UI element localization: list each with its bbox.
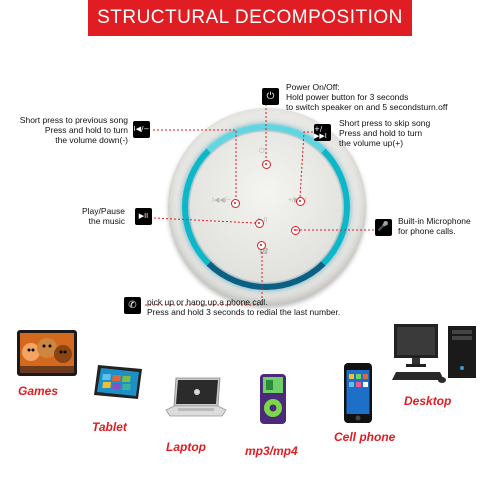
previous-callout: Short press to previous song Press and h… — [20, 115, 128, 145]
device-label-games: Games — [18, 384, 59, 398]
cell-phone-icon — [344, 363, 372, 423]
phone-icon: ✆ — [124, 297, 141, 314]
speaker-face — [190, 132, 342, 282]
device-label-laptop: Laptop — [166, 440, 206, 454]
games-image — [17, 330, 77, 376]
next-callout: Short press to skip song Press and hold … — [339, 118, 430, 148]
microphone-callout-line: for phone calls. — [398, 226, 456, 236]
play-callout-line: Play/Pause — [82, 206, 125, 216]
phone-callout-line: Press and hold 3 seconds to redial the l… — [147, 307, 341, 317]
tablet-icon — [94, 365, 142, 399]
phone-callout: pick up or hang up a phone call. Press a… — [147, 297, 340, 317]
play-callout-line: the music — [88, 216, 125, 226]
device-label-cell-phone: Cell phone — [334, 430, 396, 444]
device-label-desktop: Desktop — [404, 394, 452, 408]
previous-callout-line: the volume down(-) — [55, 135, 128, 145]
power-callout: Power On/Off: Hold power button for 3 se… — [286, 82, 447, 112]
tablet-image — [92, 363, 144, 406]
marker-play — [255, 219, 264, 228]
laptop-icon — [165, 377, 227, 417]
power-icon: ⏻ — [262, 88, 279, 105]
title-banner: STRUCTURAL DECOMPOSITION — [88, 0, 412, 36]
next-callout-line: the volume up(+) — [339, 138, 404, 148]
microphone-callout: Built-in Microphone for phone calls. — [398, 216, 471, 236]
power-callout-line: Power On/Off: — [286, 82, 340, 92]
next-callout-line: Press and hold to turn — [339, 128, 423, 138]
next-volume-up-icon: +/▶▶I — [314, 124, 331, 141]
phone-callout-line: pick up or hang up a phone call. — [147, 297, 268, 307]
microphone-callout-line: Built-in Microphone — [398, 216, 471, 226]
device-label-tablet: Tablet — [92, 420, 127, 434]
marker-previous — [231, 199, 240, 208]
speaker-phone-button[interactable]: ☎ — [258, 246, 270, 256]
mp3-player-image — [259, 373, 287, 430]
cell-phone-image — [343, 362, 373, 429]
power-callout-line: to switch speaker on and 5 secondsturn.o… — [286, 102, 448, 112]
desktop-image — [392, 322, 488, 391]
marker-next — [296, 197, 305, 206]
power-callout-line: Hold power button for 3 seconds — [286, 92, 409, 102]
next-callout-line: Short press to skip song — [339, 118, 431, 128]
device-label-mp3-mp4: mp3/mp4 — [245, 444, 298, 458]
page-title: STRUCTURAL DECOMPOSITION — [97, 7, 403, 28]
marker-microphone — [291, 226, 300, 235]
microphone-icon: 🎤 — [375, 219, 392, 236]
laptop-image — [164, 376, 228, 425]
speaker-power-button[interactable]: ⏻ — [259, 148, 265, 155]
previous-callout-line: Press and hold to turn — [44, 125, 128, 135]
play-pause-icon: ▶II — [135, 208, 152, 225]
marker-power — [262, 160, 271, 169]
previous-callout-line: Short press to previous song — [19, 115, 128, 125]
marker-phone — [257, 241, 266, 250]
previous-volume-down-icon: I◀/− — [133, 121, 150, 138]
games-art-icon — [17, 330, 77, 376]
mp3-player-icon — [260, 374, 286, 424]
play-callout: Play/Pause the music — [82, 206, 125, 226]
desktop-computer-icon — [392, 324, 476, 383]
speaker-prev-button[interactable]: I◀◀/− — [212, 197, 231, 204]
